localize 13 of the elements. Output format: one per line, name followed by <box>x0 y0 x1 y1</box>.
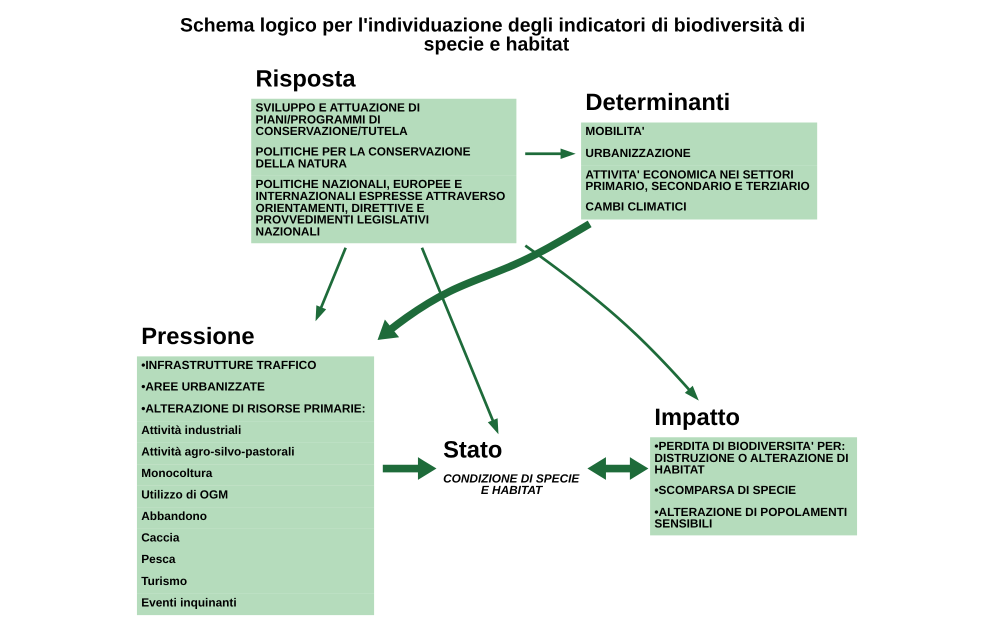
node-label: Risposta <box>255 66 356 92</box>
arrow <box>377 220 592 340</box>
arrow <box>420 247 498 434</box>
node-label: Pressione <box>140 324 254 350</box>
diagram-title: Schema logico per l'individuazione degli indicatori di biodiversità di specie e habitat <box>180 14 805 56</box>
arrow <box>524 148 576 160</box>
arrow <box>315 247 346 322</box>
arrow <box>382 457 436 480</box>
node-label: Impatto <box>654 404 740 431</box>
node-label: Determinanti <box>584 90 730 116</box>
arrow <box>586 457 648 480</box>
node-text: Stato CONDIZIONE DI SPECIE E HABITAT <box>442 437 579 498</box>
arrow <box>524 244 698 401</box>
